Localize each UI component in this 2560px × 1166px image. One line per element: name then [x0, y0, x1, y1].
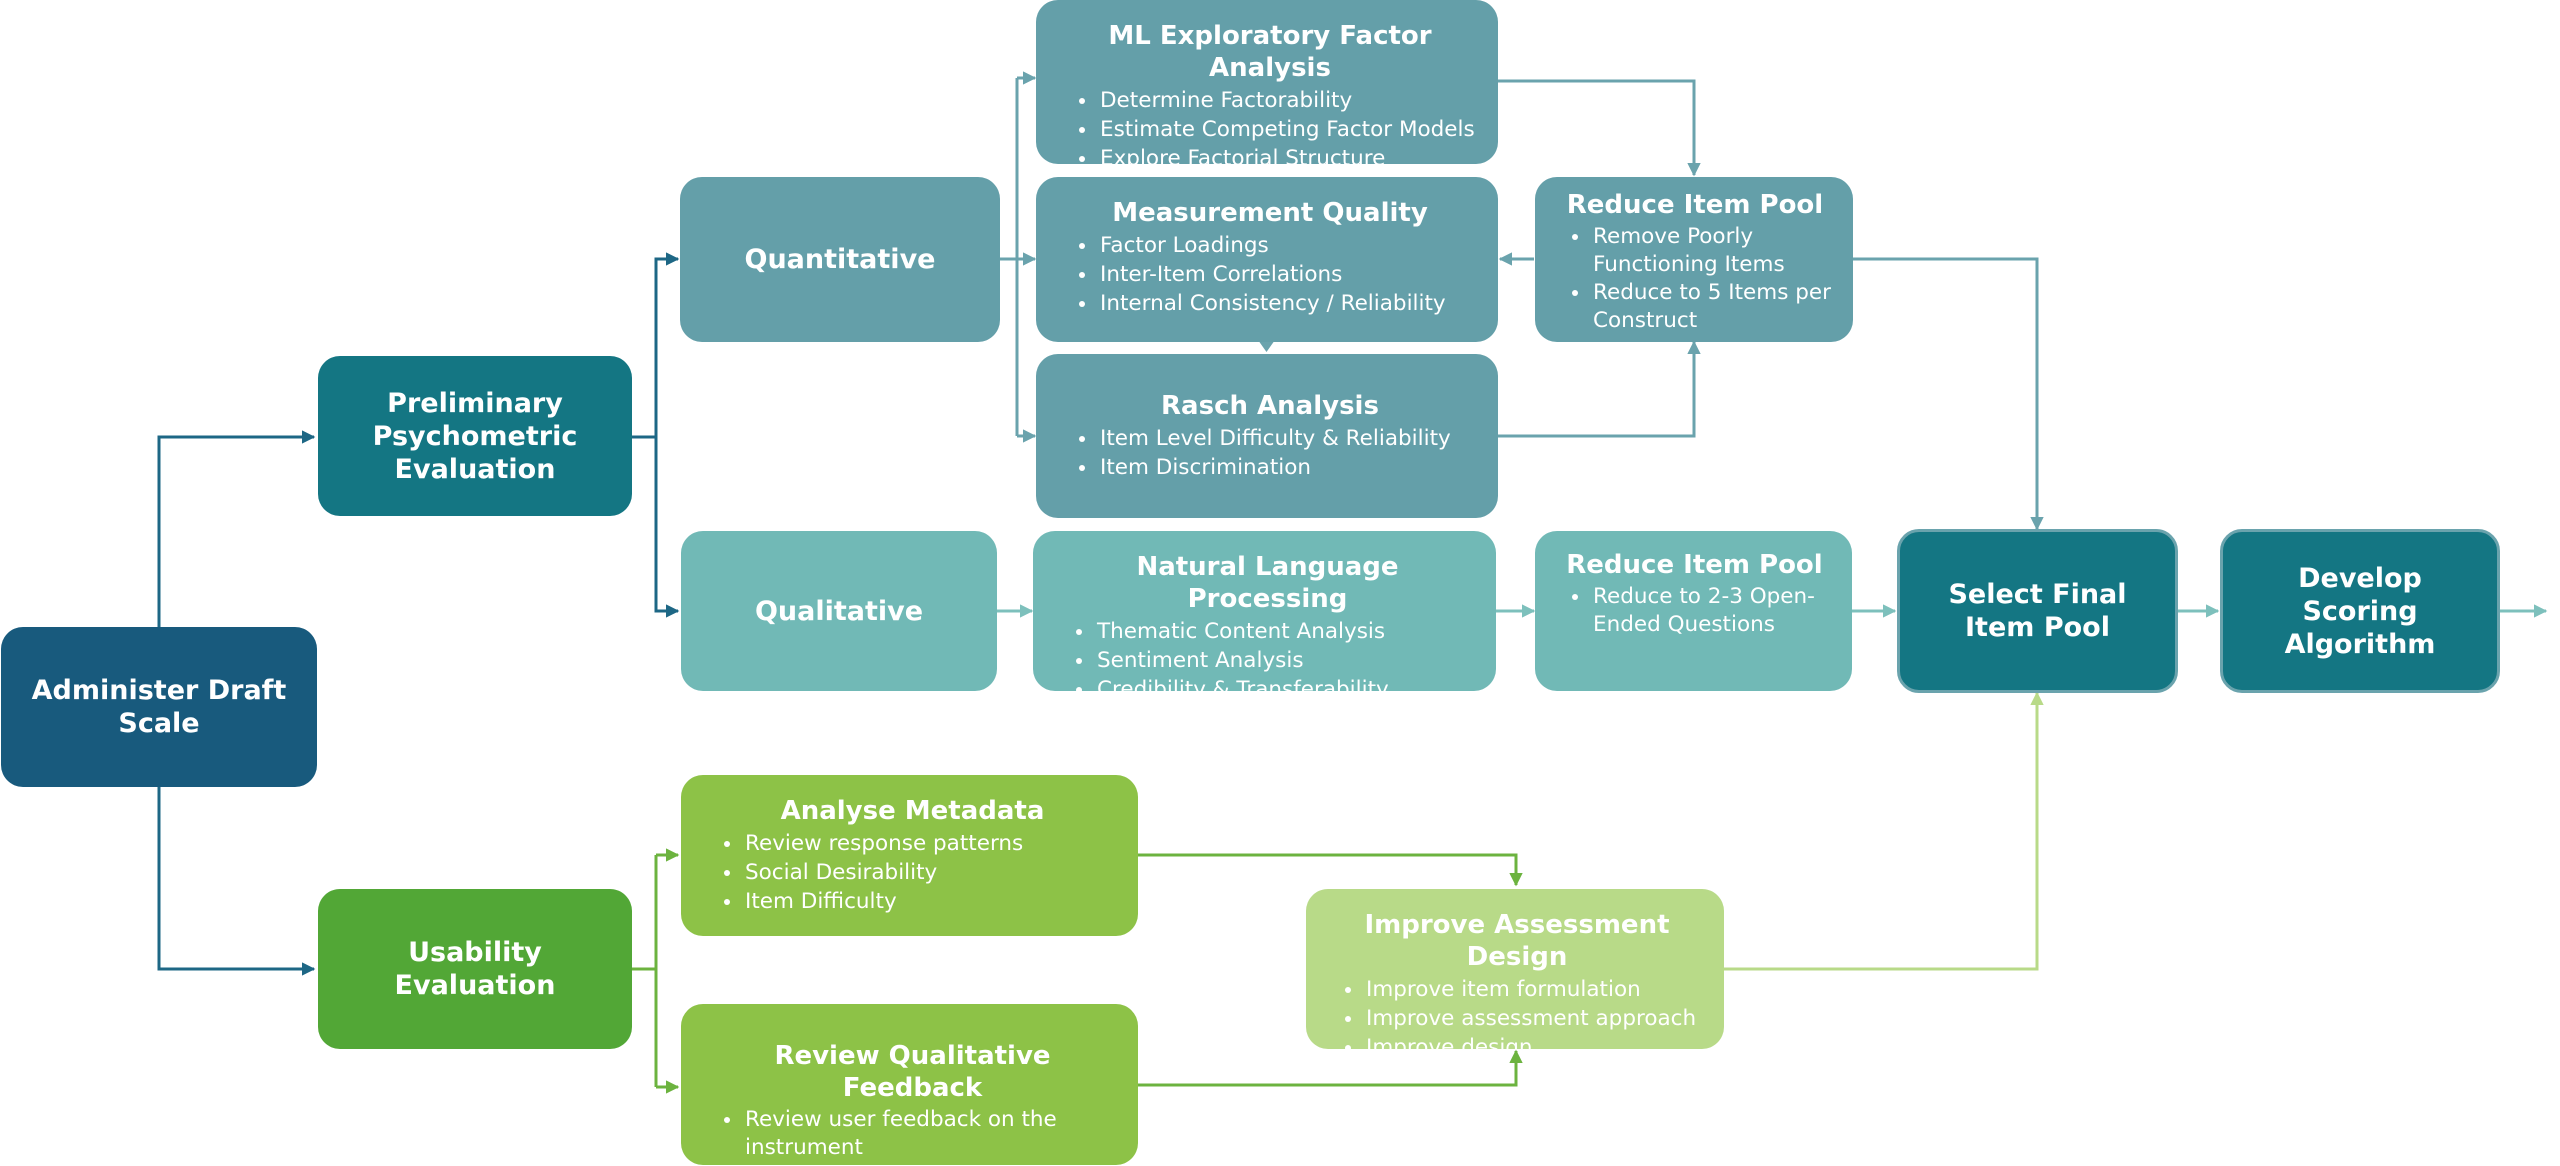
- analyse-metadata-bullet: Item Difficulty: [743, 887, 1122, 916]
- efa-box: ML Exploratory Factor Analysis Determine…: [1036, 0, 1498, 164]
- analyse-metadata-bullets: Review response patterns Social Desirabi…: [703, 829, 1122, 916]
- administer-draft-scale-title: Administer Draft Scale: [31, 675, 287, 739]
- qualitative-box: Qualitative: [681, 531, 997, 691]
- measurement-quality-bullet: Factor Loadings: [1098, 231, 1482, 260]
- reduce-item-pool-qual-title: Reduce Item Pool: [1566, 550, 1823, 580]
- review-feedback-bullets: Review user feedback on the instrument: [703, 1106, 1122, 1162]
- select-final-item-pool-box: Select Final Item Pool: [1897, 529, 2178, 693]
- edge-improve-to-select: [1724, 691, 2044, 971]
- usability-evaluation-title: Usability Evaluation: [394, 937, 556, 1001]
- analyse-metadata-bullet: Social Desirability: [743, 858, 1122, 887]
- quantitative-title: Quantitative: [744, 244, 936, 275]
- reduce-item-pool-qual-box: Reduce Item Pool Reduce to 2-3 Open-Ende…: [1535, 531, 1852, 691]
- nlp-title: Natural Language Processing: [1136, 552, 1399, 614]
- edge-reduce-quant-to-select: [1853, 257, 2044, 531]
- efa-bullets: Determine Factorability Estimate Competi…: [1058, 86, 1482, 164]
- review-feedback-box: Review Qualitative Feedback Review user …: [681, 1004, 1138, 1165]
- reduce-item-pool-qual-bullets: Reduce to 2-3 Open-Ended Questions: [1551, 583, 1838, 639]
- nlp-bullet: Sentiment Analysis: [1095, 646, 1480, 675]
- edge-feedback-to-improve: [1138, 1049, 1523, 1087]
- efa-bullet: Determine Factorability: [1098, 86, 1482, 115]
- measurement-quality-title: Measurement Quality: [1112, 198, 1428, 228]
- efa-title: ML Exploratory Factor Analysis: [1108, 21, 1432, 83]
- edge-preliminary-to-quantitative: [632, 252, 680, 439]
- select-final-item-pool-title: Select Final Item Pool: [1948, 579, 2127, 643]
- measurement-quality-bullet: Inter-Item Correlations: [1098, 260, 1482, 289]
- reduce-item-pool-quant-bullet: Remove Poorly Functioning Items: [1591, 223, 1839, 279]
- edge-rasch-to-reduce: [1497, 340, 1701, 438]
- reduce-item-pool-quant-box: Reduce Item Pool Remove Poorly Functioni…: [1535, 177, 1853, 342]
- edge-measurement-to-rasch: [1258, 340, 1275, 352]
- develop-scoring-algorithm-box: Develop Scoring Algorithm: [2220, 529, 2500, 693]
- improve-assessment-design-bullet: Improve design: [1364, 1033, 1710, 1049]
- edge-usability-trunk: [632, 855, 658, 1087]
- improve-assessment-design-title: Improve Assessment Design: [1364, 910, 1670, 972]
- nlp-bullet: Thematic Content Analysis: [1095, 617, 1480, 646]
- analyse-metadata-title: Analyse Metadata: [780, 796, 1045, 826]
- efa-bullet: Estimate Competing Factor Models: [1098, 115, 1482, 144]
- reduce-item-pool-quant-title: Reduce Item Pool: [1566, 190, 1824, 220]
- qualitative-title: Qualitative: [754, 595, 924, 627]
- edge-quantitative-trunk: [1000, 78, 1019, 436]
- analyse-metadata-bullet: Review response patterns: [743, 829, 1122, 858]
- efa-bullet: Explore Factorial Structure: [1098, 144, 1482, 164]
- usability-evaluation-box: Usability Evaluation: [318, 889, 632, 1049]
- rasch-analysis-bullets: Item Level Difficulty & Reliability Item…: [1058, 424, 1482, 482]
- rasch-analysis-box: Rasch Analysis Item Level Difficulty & R…: [1036, 354, 1498, 518]
- edge-efa-to-reduce: [1497, 79, 1701, 177]
- analyse-metadata-box: Analyse Metadata Review response pattern…: [681, 775, 1138, 936]
- preliminary-evaluation-box: Preliminary Psychometric Evaluation: [318, 356, 632, 516]
- quantitative-box: Quantitative: [680, 177, 1000, 342]
- develop-scoring-algorithm-title: Develop Scoring Algorithm: [2284, 562, 2436, 660]
- improve-assessment-design-box: Improve Assessment Design Improve item f…: [1306, 889, 1724, 1049]
- nlp-bullet: Credibility & Transferability: [1095, 675, 1480, 691]
- improve-assessment-design-bullet: Improve assessment approach: [1364, 1004, 1710, 1033]
- measurement-quality-bullets: Factor Loadings Inter-Item Correlations …: [1058, 231, 1482, 318]
- rasch-analysis-bullet: Item Discrimination: [1098, 453, 1482, 482]
- edge-administer-to-preliminary: [157, 430, 316, 627]
- edge-administer-to-usability: [157, 787, 316, 976]
- edge-preliminary-to-qualitative: [654, 437, 680, 618]
- rasch-analysis-title: Rasch Analysis: [1161, 391, 1379, 421]
- improve-assessment-design-bullet: Improve item formulation: [1364, 975, 1710, 1004]
- nlp-box: Natural Language Processing Thematic Con…: [1033, 531, 1496, 691]
- reduce-item-pool-qual-bullet: Reduce to 2-3 Open-Ended Questions: [1591, 583, 1838, 639]
- nlp-bullets: Thematic Content Analysis Sentiment Anal…: [1055, 617, 1480, 691]
- measurement-quality-box: Measurement Quality Factor Loadings Inte…: [1036, 177, 1498, 342]
- review-feedback-bullet: Review user feedback on the instrument: [743, 1106, 1122, 1162]
- improve-assessment-design-bullets: Improve item formulation Improve assessm…: [1324, 975, 1710, 1049]
- rasch-analysis-bullet: Item Level Difficulty & Reliability: [1098, 424, 1482, 453]
- reduce-item-pool-quant-bullets: Remove Poorly Functioning Items Reduce t…: [1551, 223, 1839, 335]
- preliminary-evaluation-title: Preliminary Psychometric Evaluation: [372, 387, 578, 485]
- measurement-quality-bullet: Internal Consistency / Reliability: [1098, 289, 1482, 318]
- reduce-item-pool-quant-bullet: Reduce to 5 Items per Construct: [1591, 279, 1839, 335]
- administer-draft-scale-box: Administer Draft Scale: [1, 627, 317, 787]
- edge-metadata-to-improve: [1138, 853, 1523, 887]
- review-feedback-title: Review Qualitative Feedback: [774, 1041, 1051, 1103]
